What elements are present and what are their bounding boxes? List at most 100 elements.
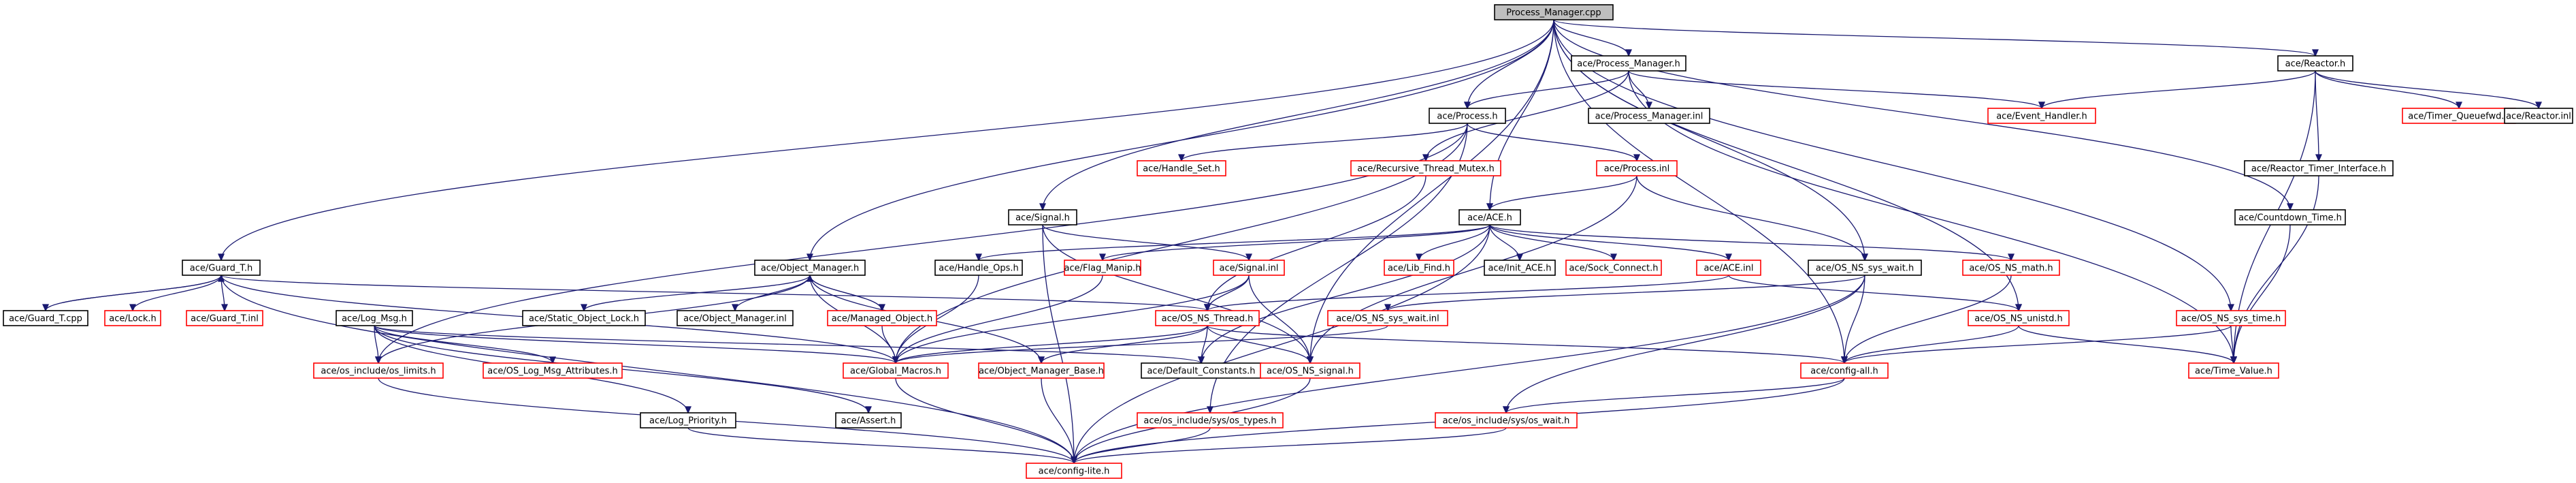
node-os-ns-unistd-h[interactable]: ace/OS_NS_unistd.h (1968, 310, 2070, 326)
node-label: ace/Process_Manager.h (1577, 59, 1680, 69)
node-signal-h[interactable]: ace/Signal.h (1008, 209, 1077, 225)
node-guard-t-inl[interactable]: ace/Guard_T.inl (186, 310, 263, 326)
node-box (1571, 55, 1686, 72)
node-os-include-os-limits-h[interactable]: ace/os_include/os_limits.h (313, 362, 444, 379)
node-recursive-thread-mutex-h[interactable]: ace/Recursive_Thread_Mutex.h (1350, 160, 1501, 176)
include-edge (806, 274, 883, 311)
node-time-value-h[interactable]: ace/Time_Value.h (2188, 362, 2279, 379)
node-process-h[interactable]: ace/Process.h (1429, 108, 1506, 124)
node-reactor-inl[interactable]: ace/Reactor.inl (2504, 108, 2573, 124)
include-edge (1384, 275, 1865, 312)
node-box (1155, 310, 1260, 326)
node-object-manager-base-h[interactable]: ace/Object_Manager_Base.h (978, 362, 1105, 379)
include-edge (1840, 275, 1865, 364)
node-label: ace/Reactor.inl (2506, 112, 2571, 122)
node-handle-ops-h[interactable]: ace/Handle_Ops.h (934, 260, 1023, 276)
node-process-manager-inl[interactable]: ace/Process_Manager.inl (1588, 108, 1710, 124)
node-object-manager-inl[interactable]: ace/Object_Manager.inl (676, 310, 794, 326)
node-guard-t-h[interactable]: ace/Guard_T.h (182, 260, 261, 276)
node-sock-connect-h[interactable]: ace/Sock_Connect.h (1565, 260, 1662, 276)
include-edge (45, 274, 225, 311)
node-managed-object-h[interactable]: ace/Managed_Object.h (827, 310, 937, 326)
node-label: ace/Sock_Connect.h (1569, 264, 1659, 274)
node-os-ns-sys-time-h[interactable]: ace/OS_NS_sys_time.h (2176, 310, 2286, 326)
node-box (522, 310, 646, 326)
node-label: ace/Static_Object_Lock.h (529, 314, 639, 324)
include-edge (374, 325, 382, 364)
node-box (676, 310, 794, 326)
node-log-priority-h[interactable]: ace/Log_Priority.h (640, 412, 736, 429)
node-box (978, 362, 1105, 379)
include-edge (221, 275, 1211, 312)
node-reactor-h[interactable]: ace/Reactor.h (2277, 55, 2353, 72)
node-box (1484, 260, 1556, 276)
node-signal-inl[interactable]: ace/Signal.inl (1213, 260, 1285, 276)
node-label: ace/OS_NS_sys_time.h (2181, 314, 2281, 324)
node-global-macros-h[interactable]: ace/Global_Macros.h (843, 362, 949, 379)
node-label: ace/Log_Msg.h (342, 314, 407, 324)
node-label: ace/ACE.h (1467, 213, 1512, 223)
include-edge (1728, 275, 2023, 312)
node-box (483, 362, 623, 379)
node-process-manager-h[interactable]: ace/Process_Manager.h (1571, 55, 1686, 72)
node-os-log-msg-attributes-h[interactable]: ace/OS_Log_Msg_Attributes.h (483, 362, 623, 379)
node-box (313, 362, 444, 379)
node-label: ace/Process.inl (1604, 164, 1669, 174)
include-edge (2230, 175, 2319, 364)
node-label: ace/Guard_T.h (190, 264, 252, 274)
node-label: ace/Reactor.h (2285, 59, 2346, 69)
node-init-ace-h[interactable]: ace/Init_ACE.h (1484, 260, 1556, 276)
node-label: ace/Event_Handler.h (1996, 112, 2087, 122)
node-assert-h[interactable]: ace/Assert.h (835, 412, 902, 429)
node-label: ace/Time_Value.h (2195, 367, 2272, 377)
node-os-ns-sys-wait-h[interactable]: ace/OS_NS_sys_wait.h (1808, 260, 1922, 276)
node-static-object-lock-h[interactable]: ace/Static_Object_Lock.h (522, 310, 646, 326)
node-label: ace/Process_Manager.inl (1595, 112, 1703, 122)
node-log-msg-h[interactable]: ace/Log_Msg.h (336, 310, 413, 326)
include-edge (1553, 19, 1633, 57)
node-timer-queuefwd-h[interactable]: ace/Timer_Queuefwd.h (2402, 108, 2516, 124)
node-box (186, 310, 263, 326)
node-object-manager-h[interactable]: ace/Object_Manager.h (754, 260, 866, 276)
node-box (1384, 260, 1454, 276)
node-os-include-sys-os-types-h[interactable]: ace/os_include/sys/os_types.h (1137, 412, 1284, 429)
node-label: ace/Process.h (1437, 112, 1497, 122)
node-ace-inl[interactable]: ace/ACE.inl (1696, 260, 1761, 276)
node-countdown-time-h[interactable]: ace/Countdown_Time.h (2234, 209, 2346, 225)
node-box (1987, 108, 2096, 124)
node-box (640, 412, 736, 429)
include-edge (580, 275, 811, 312)
node-os-ns-thread-h[interactable]: ace/OS_NS_Thread.h (1155, 310, 1260, 326)
include-edge (1628, 70, 2238, 364)
include-edge (1486, 175, 1637, 211)
include-edge (2038, 70, 2316, 110)
node-label: ace/Assert.h (841, 416, 896, 426)
node-box (2244, 160, 2394, 176)
node-box (1429, 108, 1506, 124)
node-process-manager-cpp[interactable]: Process_Manager.cpp (1494, 4, 1614, 20)
node-os-ns-math-h[interactable]: ace/OS_NS_math.h (1962, 260, 2060, 276)
node-os-ns-sys-wait-inl[interactable]: ace/OS_NS_sys_wait.inl (1327, 310, 1448, 326)
node-os-include-sys-os-wait-h[interactable]: ace/os_include/sys/os_wait.h (1435, 412, 1578, 429)
node-default-constants-h[interactable]: ace/Default_Constants.h (1141, 362, 1262, 379)
node-handle-set-h[interactable]: ace/Handle_Set.h (1137, 160, 1226, 176)
node-box (104, 310, 161, 326)
node-label: ace/Object_Manager_Base.h (979, 367, 1104, 377)
node-box (1968, 310, 2070, 326)
node-box (1458, 209, 1521, 225)
node-event-handler-h[interactable]: ace/Event_Handler.h (1987, 108, 2096, 124)
node-box (1008, 209, 1077, 225)
node-lib-find-h[interactable]: ace/Lib_Find.h (1384, 260, 1454, 276)
node-flag-manip-h[interactable]: ace/Flag_Manip.h (1064, 260, 1141, 276)
node-os-ns-signal-h[interactable]: ace/OS_NS_signal.h (1260, 362, 1360, 379)
node-ace-h[interactable]: ace/ACE.h (1458, 209, 1521, 225)
node-lock-h[interactable]: ace/Lock.h (104, 310, 161, 326)
node-label: ace/Reactor_Timer_Interface.h (2251, 164, 2386, 174)
node-reactor-timer-interface-h[interactable]: ace/Reactor_Timer_Interface.h (2244, 160, 2394, 176)
node-guard-t-cpp[interactable]: ace/Guard_T.cpp (3, 310, 88, 326)
node-process-inl[interactable]: ace/Process.inl (1596, 160, 1678, 176)
node-config-all-h[interactable]: ace/config-all.h (1800, 362, 1889, 379)
node-config-lite-h[interactable]: ace/config-lite.h (1026, 463, 1122, 479)
node-box (1588, 108, 1710, 124)
